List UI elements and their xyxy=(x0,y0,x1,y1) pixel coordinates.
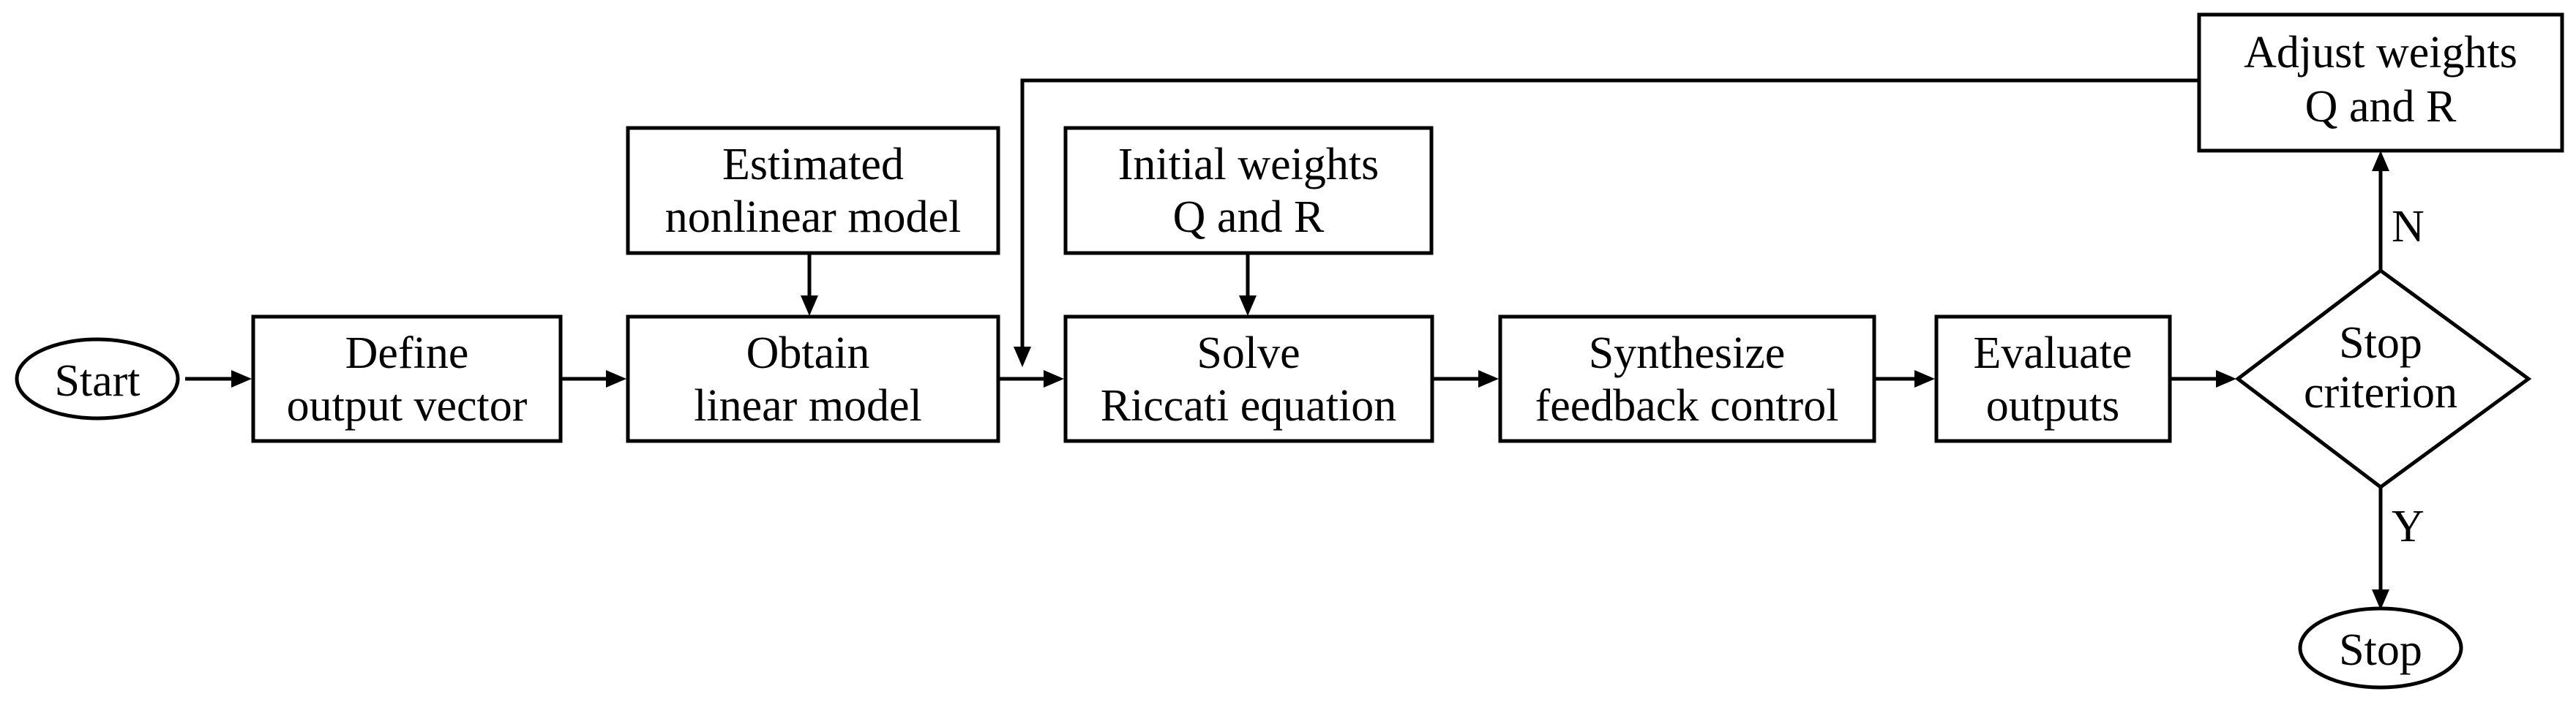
arrowhead-adjust xyxy=(2372,151,2389,171)
arrowhead-criterion xyxy=(2216,370,2236,388)
initial-weights-label-1: Initial weights xyxy=(1118,140,1379,189)
stop-criterion-label-2: criterion xyxy=(2304,368,2457,418)
define-output-label-2: output vector xyxy=(287,381,528,431)
define-output-box: Define output vector xyxy=(251,314,563,443)
arrowhead-synthesize xyxy=(1478,370,1499,388)
obtain-linear-label-2: linear model xyxy=(694,381,922,431)
define-output-label-1: Define xyxy=(345,328,469,378)
adjust-weights-label-2: Q and R xyxy=(2305,82,2457,132)
synthesize-label-2: feedback control xyxy=(1535,381,1839,431)
branch-yes-label: Y xyxy=(2392,502,2425,551)
adjust-weights-label-1: Adjust weights xyxy=(2244,28,2517,78)
arrowhead-obtain-top xyxy=(801,295,818,316)
feedback-loop-line xyxy=(1020,78,2199,350)
obtain-linear-label-1: Obtain xyxy=(746,328,870,378)
arrowhead-solve xyxy=(1044,370,1064,388)
evaluate-label-1: Evaluate xyxy=(1974,328,2133,378)
estimated-model-label-1: Estimated xyxy=(722,140,904,189)
stop-node: Stop xyxy=(2298,606,2463,690)
solve-riccati-label-2: Riccati equation xyxy=(1101,381,1397,431)
initial-weights-box: Initial weights Q and R xyxy=(1063,126,1434,255)
solve-riccati-label-1: Solve xyxy=(1197,328,1300,378)
solve-riccati-box: Solve Riccati equation xyxy=(1063,314,1434,443)
evaluate-box: Evaluate outputs xyxy=(1934,314,2172,443)
adjust-weights-box: Adjust weights Q and R xyxy=(2197,12,2564,153)
estimated-model-box: Estimated nonlinear model xyxy=(626,126,1000,255)
synthesize-box: Synthesize feedback control xyxy=(1498,314,1876,443)
evaluate-label-2: outputs xyxy=(1986,381,2120,431)
start-node: Start xyxy=(15,337,180,421)
obtain-linear-box: Obtain linear model xyxy=(626,314,1000,443)
arrowhead-define xyxy=(231,370,252,388)
arrowhead-stop xyxy=(2372,589,2389,610)
start-label: Start xyxy=(54,356,140,406)
initial-weights-label-2: Q and R xyxy=(1173,192,1325,242)
synthesize-label-1: Synthesize xyxy=(1589,328,1786,378)
connectors xyxy=(185,78,2389,610)
stop-criterion-label-1: Stop xyxy=(2339,318,2422,368)
stop-criterion-diamond: Stop criterion xyxy=(2234,268,2532,490)
arrowhead-evaluate xyxy=(1914,370,1935,388)
arrowhead-solve-top xyxy=(1239,295,1257,316)
stop-label: Stop xyxy=(2339,625,2422,675)
arrowhead-feedback xyxy=(1014,347,1031,367)
estimated-model-label-2: nonlinear model xyxy=(665,192,962,242)
branch-no-label: N xyxy=(2392,202,2425,252)
arrowhead-obtain xyxy=(606,370,626,388)
